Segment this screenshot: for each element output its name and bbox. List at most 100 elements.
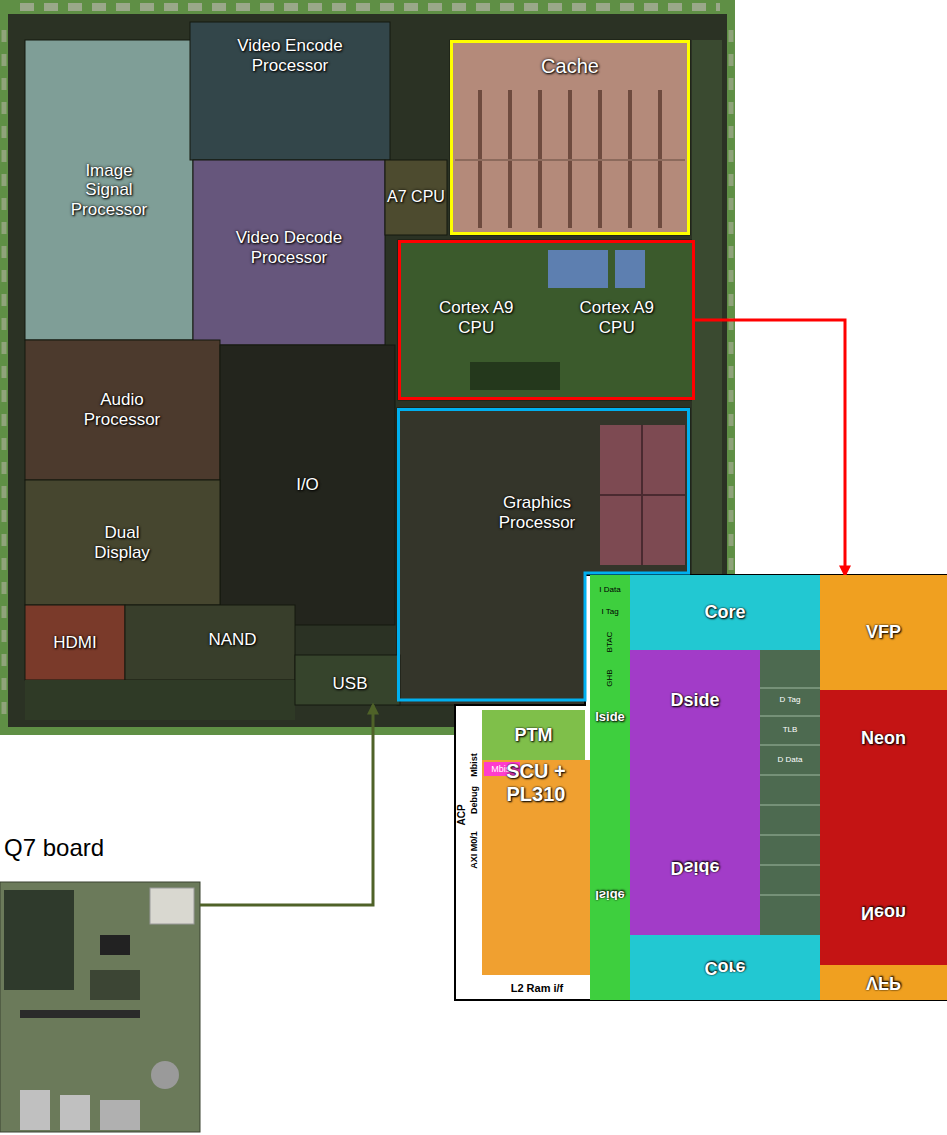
text-block: Video Encode Processor bbox=[225, 36, 355, 75]
block-label: Cortex A9 CPU bbox=[562, 298, 672, 337]
block-label: HDMI bbox=[25, 633, 125, 653]
io-block: I/O bbox=[220, 345, 395, 625]
array-label: GHB bbox=[606, 669, 614, 686]
unit-label: Core bbox=[630, 602, 820, 623]
block-label: NAND bbox=[185, 630, 280, 650]
board-photo bbox=[90, 970, 140, 1000]
processor-block: Video Decode Processor bbox=[193, 160, 385, 345]
die-photo bbox=[385, 160, 447, 235]
text-block: Q7 board bbox=[4, 834, 264, 862]
block-label: I/O bbox=[220, 475, 395, 495]
interface-block: NAND bbox=[185, 612, 280, 667]
text-block: Cache bbox=[453, 55, 687, 78]
cpu-cluster: Cortex A9 CPU Cortex A9 CPU bbox=[398, 240, 695, 400]
board-photo bbox=[20, 1010, 140, 1018]
text-block: PTM bbox=[482, 725, 585, 746]
fpu-block: VFP bbox=[820, 965, 947, 1000]
unit-label: Iside bbox=[590, 710, 630, 725]
fpu-block: VFP bbox=[820, 575, 947, 690]
core-floorplan bbox=[760, 745, 820, 746]
board-heading: Q7 board bbox=[4, 834, 264, 862]
unit-label: Iside bbox=[590, 887, 630, 902]
board-photo bbox=[100, 1100, 140, 1130]
block-label: A7 CPU bbox=[385, 188, 447, 206]
text-block: Iside bbox=[590, 887, 630, 902]
core-floorplan bbox=[760, 716, 820, 717]
die-photo bbox=[190, 22, 390, 160]
core-floorplan bbox=[760, 835, 820, 836]
die-photo bbox=[25, 340, 220, 480]
die-photo bbox=[470, 362, 560, 390]
load-store-block: Dside bbox=[630, 650, 760, 787]
unit-label: VFP bbox=[820, 972, 947, 993]
interface-label: L2 Ram i/f bbox=[511, 983, 564, 994]
core-floorplan bbox=[760, 805, 820, 806]
text-block: USB bbox=[300, 674, 400, 694]
die-photo bbox=[25, 40, 193, 340]
array-label: I Tag bbox=[601, 608, 618, 616]
die-photo bbox=[220, 345, 395, 625]
text-block: Audio Processor bbox=[77, 390, 167, 429]
array-label: TLB bbox=[783, 726, 798, 734]
die-photo bbox=[25, 480, 220, 605]
snoop-control-block: MbistSCU + PL310 bbox=[482, 760, 590, 975]
simd-block: Neon bbox=[820, 690, 947, 787]
core-block: Core bbox=[630, 575, 820, 650]
die-photo bbox=[295, 655, 400, 705]
die-photo bbox=[2, 30, 7, 720]
block-label: Audio Processor bbox=[77, 390, 167, 429]
port-label: Mbist bbox=[470, 753, 479, 777]
text-block: VFP bbox=[820, 622, 947, 643]
text-block: Image Signal Processor bbox=[64, 161, 154, 220]
block-label: Video Encode Processor bbox=[225, 36, 355, 75]
display-block: Dual Display bbox=[25, 480, 220, 605]
block-label: Video Decode Processor bbox=[224, 228, 354, 267]
core-floorplan bbox=[760, 688, 820, 689]
block-label: Cortex A9 CPU bbox=[421, 298, 531, 337]
text-block: Dside bbox=[630, 857, 760, 878]
core-floorplan bbox=[760, 895, 820, 896]
array-label: BTAC bbox=[606, 632, 614, 653]
unit-label: VFP bbox=[820, 622, 947, 643]
board-photo bbox=[151, 1061, 179, 1089]
cpu-block: A7 CPU bbox=[385, 160, 447, 235]
cache-block: Cache bbox=[450, 40, 690, 235]
core-floorplan bbox=[455, 575, 947, 1000]
die-photo bbox=[450, 40, 690, 235]
die-photo bbox=[193, 160, 385, 345]
die-photo bbox=[25, 680, 295, 720]
core-floorplan bbox=[760, 650, 820, 935]
block-label: Graphics Processor bbox=[487, 493, 587, 532]
connector-arrow bbox=[695, 320, 845, 575]
board-photo bbox=[20, 1090, 50, 1130]
die-photo bbox=[125, 605, 295, 680]
block-label: Dual Display bbox=[82, 523, 162, 562]
die-photo bbox=[398, 240, 695, 400]
board-photo bbox=[4, 890, 74, 990]
simd-block: Neon bbox=[820, 787, 947, 965]
fetch-block: Iside bbox=[590, 787, 630, 1000]
core-floorplan bbox=[760, 775, 820, 776]
board-photo bbox=[150, 888, 194, 924]
board-photo bbox=[0, 882, 200, 1132]
text-block: HDMI bbox=[25, 633, 125, 653]
processor-block: Audio Processor bbox=[25, 340, 220, 480]
array-label: D Data bbox=[778, 756, 803, 764]
unit-label: Neon bbox=[820, 728, 947, 749]
die-photo bbox=[600, 425, 685, 565]
die-photo bbox=[548, 250, 608, 288]
load-store-block: Dside bbox=[630, 787, 760, 935]
connector-arrow bbox=[200, 705, 373, 905]
port-label: AXI M0/1 bbox=[470, 831, 479, 869]
die-photo bbox=[455, 159, 685, 161]
die-photo bbox=[615, 250, 645, 288]
core-block: Core bbox=[630, 935, 820, 1000]
unit-label: Dside bbox=[630, 690, 760, 711]
unit-label: Core bbox=[630, 957, 820, 978]
core-floorplan bbox=[455, 575, 947, 1000]
trace-block: PTM bbox=[482, 710, 585, 760]
board-photo bbox=[60, 1095, 90, 1130]
text-block: SCU + PL310 bbox=[501, 760, 571, 806]
processor-block: Image Signal Processor bbox=[25, 40, 193, 340]
